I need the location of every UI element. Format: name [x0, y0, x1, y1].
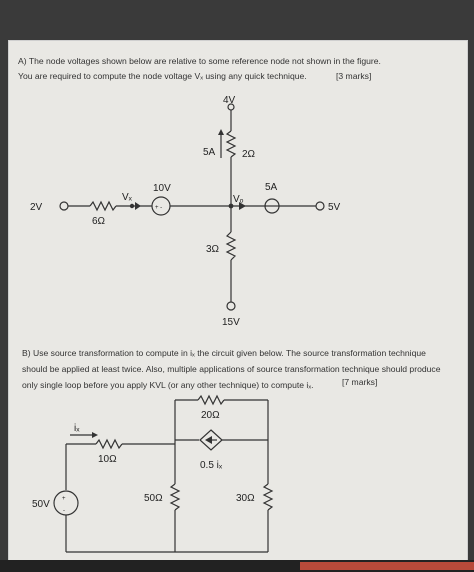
source-voltage-label: 50V [32, 499, 50, 510]
left-resistor-label: 6Ω [92, 216, 106, 227]
current-source-right-label: 5A [265, 182, 278, 193]
bottom-resistor-label: 3Ω [206, 244, 220, 255]
part-b-marks: [7 marks] [342, 377, 378, 387]
r-top-label: 20Ω [201, 410, 220, 421]
left-voltage-label: 2V [30, 202, 43, 213]
top-voltage-label: 4V [223, 95, 236, 106]
arrow-left-icon [205, 436, 212, 444]
question-sheet [8, 40, 468, 566]
arrow-right-icon [239, 202, 246, 210]
right-voltage-label: 5V [328, 202, 341, 213]
arrow-right-icon [92, 432, 98, 438]
arrow-up-icon [218, 129, 224, 135]
current-ix-label: iₓ [74, 423, 80, 434]
dependent-source-label: 10V [153, 183, 171, 194]
arrow-right-icon [135, 202, 141, 210]
r1-label: 10Ω [98, 454, 117, 465]
vo-label: Vₒ [233, 194, 244, 205]
part-a-line1: A) The node voltages shown below are rel… [18, 56, 381, 66]
resistor-top-label: 2Ω [242, 149, 256, 160]
plus-minus-icon: + - [155, 205, 162, 211]
bottom-accent [300, 562, 474, 570]
current-source-top-label: 5A [203, 147, 216, 158]
minus-sign-icon: - [63, 508, 65, 514]
part-a-line2: You are required to compute the node vol… [18, 71, 307, 81]
part-b-line2: should be applied at least twice. Also, … [22, 364, 441, 374]
dependent-source-b-label: 0.5 iₓ [200, 460, 223, 471]
bottom-strip [0, 560, 474, 572]
vx-label: Vₓ [122, 192, 133, 203]
part-a-marks: [3 marks] [336, 71, 372, 81]
plus-sign-icon: + [62, 496, 66, 502]
bottom-voltage-label: 15V [222, 317, 240, 328]
part-b-line1: B) Use source transformation to compute … [22, 348, 426, 358]
r2-label: 50Ω [144, 493, 163, 504]
r3-label: 30Ω [236, 493, 255, 504]
part-b-line3: only single loop before you apply KVL (o… [22, 380, 314, 390]
